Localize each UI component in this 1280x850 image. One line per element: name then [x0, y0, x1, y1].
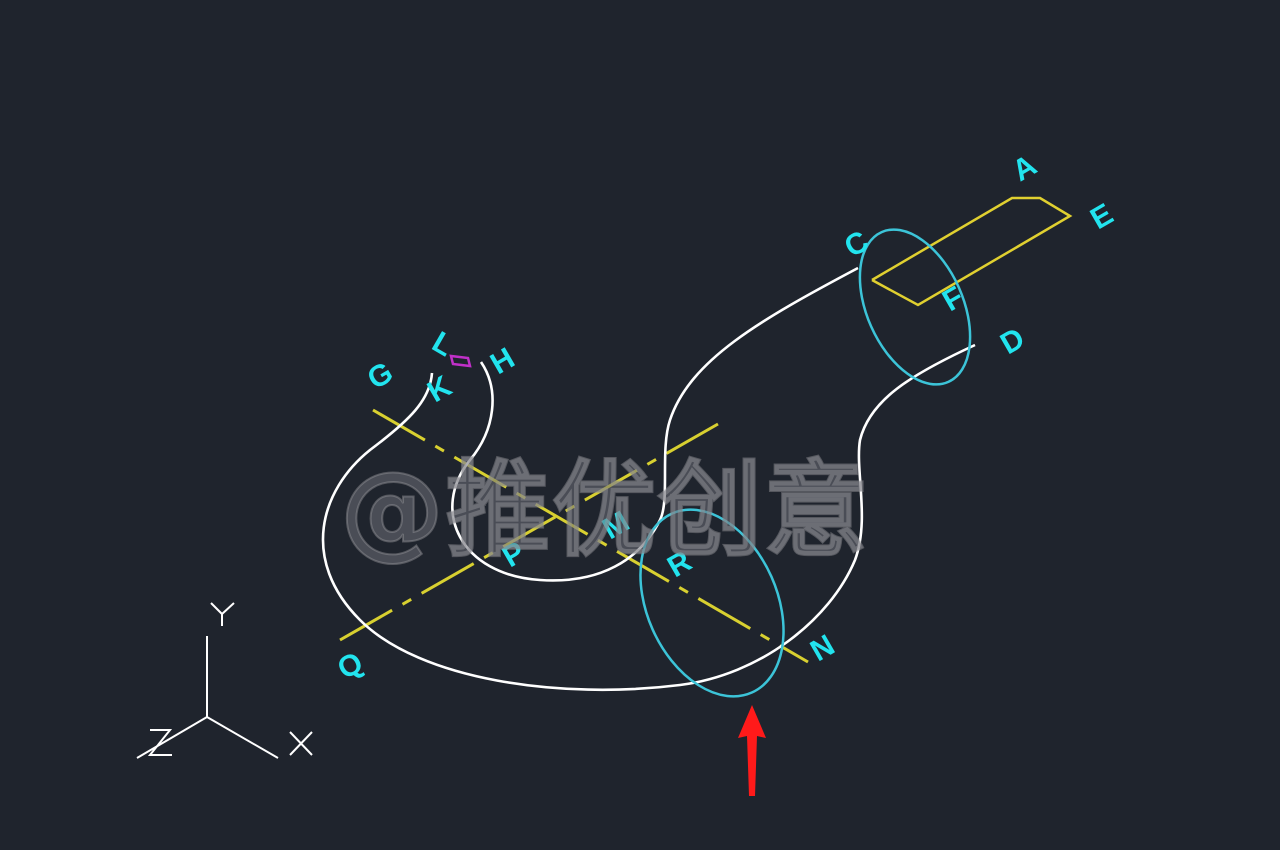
centerline-q-to-upper [339, 422, 719, 642]
label-a: A [1007, 148, 1043, 188]
label-m: M [597, 504, 636, 546]
label-r: R [662, 544, 698, 584]
ellipse-m-n [639, 508, 785, 698]
arrow-icon [738, 705, 766, 796]
label-g: G [362, 355, 400, 396]
label-c: C [839, 224, 875, 264]
ucs-y-label [210, 602, 235, 626]
outer-curve [321, 343, 976, 692]
label-f: F [937, 280, 970, 318]
label-p: P [497, 535, 532, 574]
label-n: N [805, 628, 841, 668]
centerlines [339, 408, 809, 664]
ucs-z-label [147, 729, 173, 756]
label-e: E [1085, 197, 1120, 236]
ucs-x-label [289, 731, 313, 756]
ellipse-c-f [858, 228, 972, 386]
profile-rectangle [871, 196, 1073, 307]
label-q: Q [332, 645, 370, 686]
cross-section-circles [639, 228, 972, 698]
start-marker [449, 354, 472, 368]
point-labels: A E C F D L H G K M P R Q N [332, 148, 1120, 686]
label-d: D [995, 321, 1031, 361]
sweep-path [321, 266, 976, 692]
label-l: L [427, 325, 460, 363]
ucs-icon [136, 602, 313, 759]
centerline-g-to-n [372, 408, 809, 664]
label-k: K [422, 369, 458, 409]
inner-curve [451, 266, 859, 582]
label-h: H [485, 341, 521, 381]
